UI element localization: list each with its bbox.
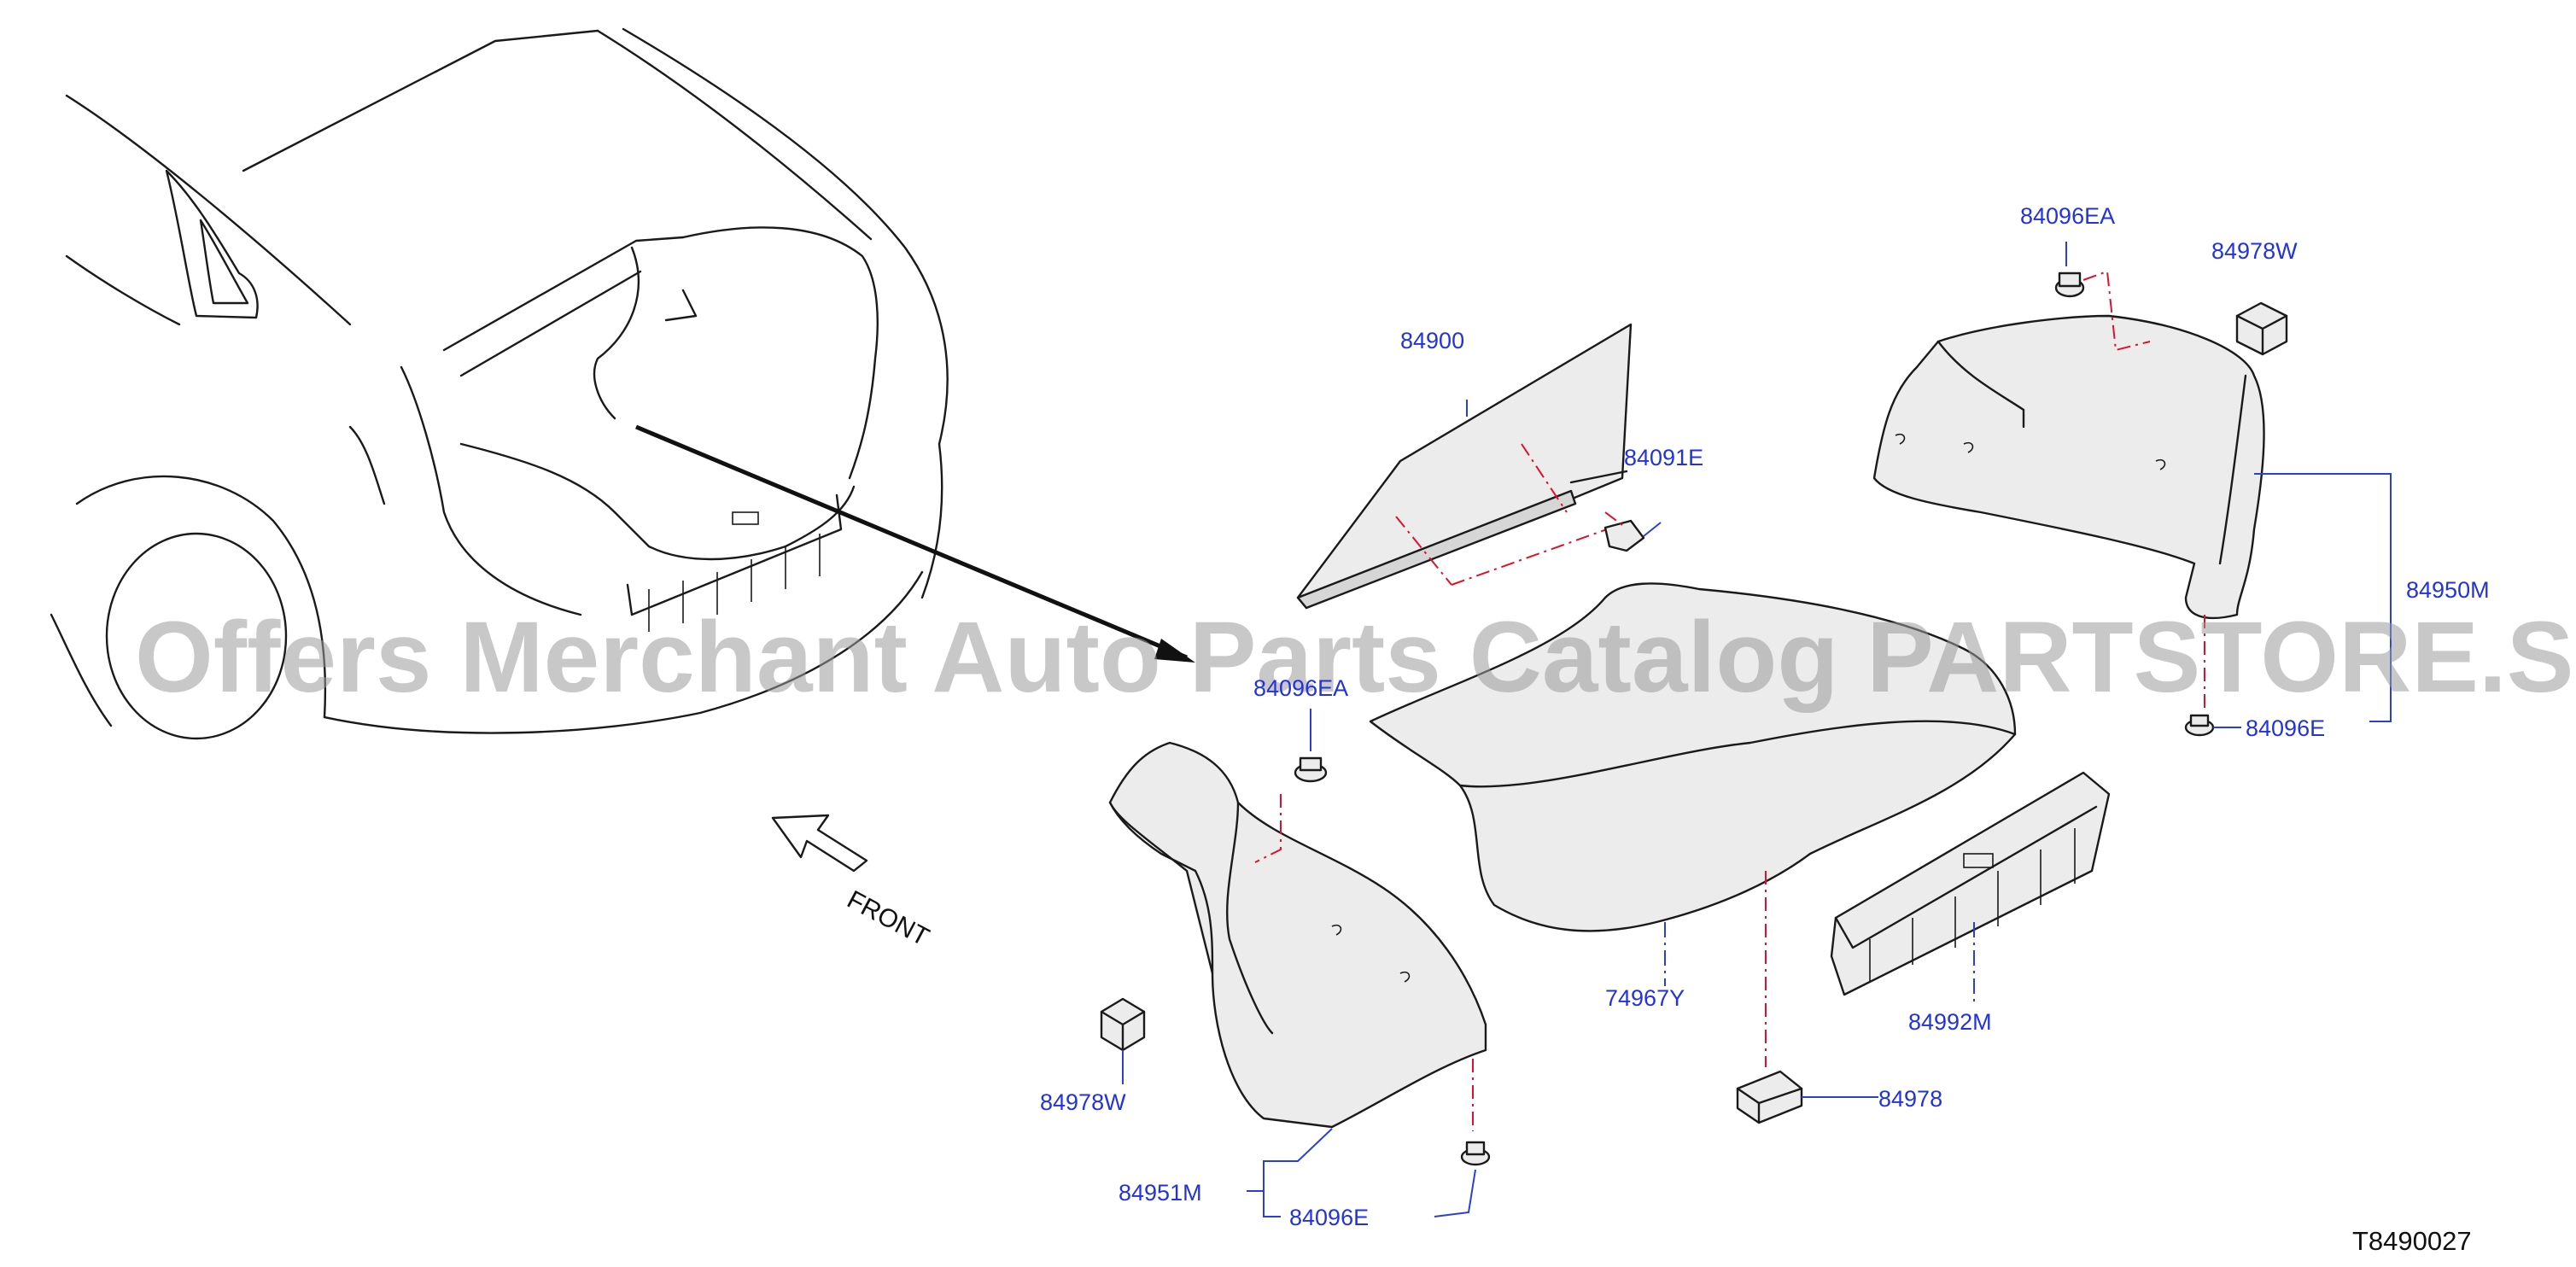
label-84978W-left[interactable]: 84978W [1040,1089,1126,1115]
part-74967Y-shape [1369,582,2017,1067]
clip-84096E-right-shape [2184,714,2241,737]
diagram-code: T8490027 [2352,1226,2472,1256]
front-label: FRONT [843,885,934,952]
front-arrow: FRONT [771,814,934,952]
label-84096EA-left[interactable]: 84096EA [1253,675,1348,701]
part-84950M-shape [1872,314,2392,722]
part-84900-shape [1296,323,1633,610]
label-84096E-bottom[interactable]: 84096E [1289,1205,1369,1230]
label-84950M[interactable]: 84950M [2406,577,2490,603]
label-84096EA-top[interactable]: 84096EA [2020,203,2115,229]
pad-84978W-left-shape [1100,997,1146,1084]
part-84992M-shape [1830,771,2111,1003]
label-84978[interactable]: 84978 [1878,1086,1942,1112]
vehicle-overview [50,27,1195,740]
clip-84091E-shape [1603,511,1662,552]
label-74967Y[interactable]: 74967Y [1605,985,1685,1011]
label-84951M[interactable]: 84951M [1119,1180,1202,1206]
label-84992M[interactable]: 84992M [1908,1009,1992,1035]
clip-84096EA-top-shape [2054,242,2151,352]
label-84900[interactable]: 84900 [1400,328,1464,353]
pad-84978-shape [1736,1070,1878,1124]
label-84091E[interactable]: 84091E [1624,445,1703,470]
part-84951M-shape [1108,741,1487,1217]
label-84096E-right[interactable]: 84096E [2246,715,2325,741]
clip-84096E-bottom-shape [1434,1141,1491,1217]
pad-84978W-top-shape [2235,301,2288,356]
clip-84096EA-left-shape [1294,709,1328,783]
watermark-text: Offers Merchant Auto Parts Catalog PARTS… [135,601,2576,714]
label-84978W-top[interactable]: 84978W [2211,238,2298,264]
